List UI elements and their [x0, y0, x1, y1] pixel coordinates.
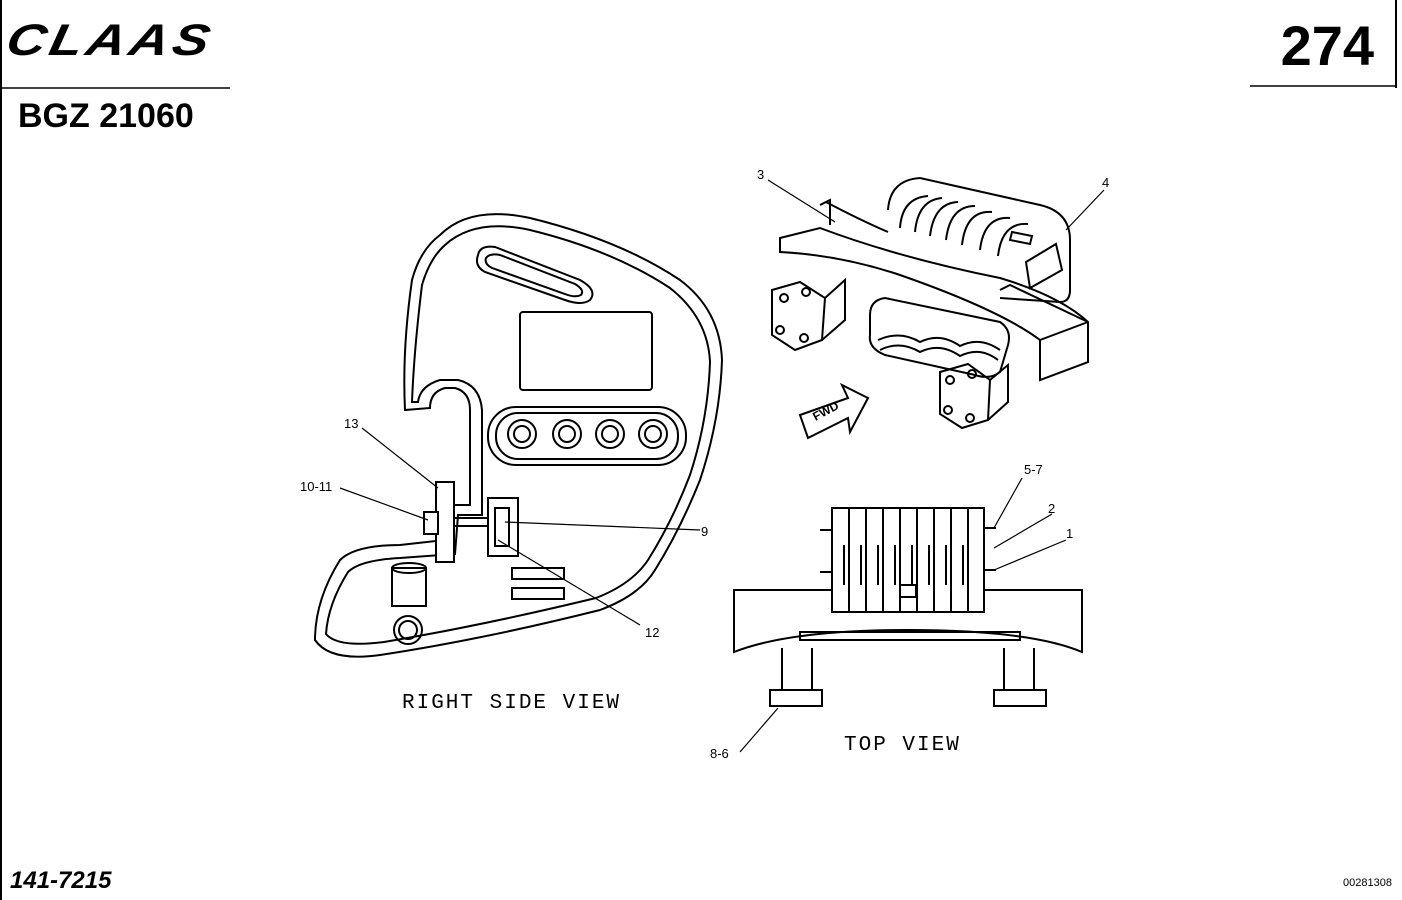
- lower-components: [391, 562, 565, 645]
- callout-3: 3: [757, 167, 765, 182]
- reference-code: 00281308: [1343, 877, 1392, 889]
- mounting-flange-right: [939, 362, 1009, 430]
- callout-10-11: 10-11: [300, 479, 333, 494]
- callout-5-7: 5-7: [1024, 462, 1043, 477]
- mounting-flange-left: [771, 277, 846, 352]
- callout-9: 9: [701, 524, 709, 539]
- right-side-view-label: RIGHT SIDE VIEW: [402, 692, 622, 715]
- button-panel: [487, 406, 687, 466]
- display-window: [519, 311, 653, 391]
- leader-lines-perspective: [767, 179, 1105, 231]
- document-number: 141-7215: [10, 867, 112, 894]
- callout-12: 12: [645, 625, 660, 640]
- page-number: 274: [1280, 14, 1374, 77]
- sensor-bracket: [423, 481, 519, 563]
- fender-outline: [313, 213, 724, 658]
- callout-1: 1: [1066, 526, 1074, 541]
- fender-handle: [475, 245, 594, 304]
- callout-13: 13: [344, 416, 359, 431]
- callout-8-6: 8-6: [710, 746, 729, 761]
- leader-lines-side: [339, 427, 701, 626]
- carrier-beam: [779, 198, 1089, 382]
- top-view-legs: [769, 648, 1047, 707]
- leader-lines-top: [739, 477, 1067, 753]
- callout-4: 4: [1102, 175, 1110, 190]
- top-view-weights: [820, 507, 996, 613]
- callout-2: 2: [1048, 501, 1056, 516]
- top-view-beam: [733, 589, 1083, 654]
- weight-stack-perspective: [868, 176, 1071, 378]
- top-view-label: TOP VIEW: [844, 734, 961, 757]
- fwd-arrow: [798, 382, 870, 440]
- group-code: BGZ 21060: [18, 97, 194, 135]
